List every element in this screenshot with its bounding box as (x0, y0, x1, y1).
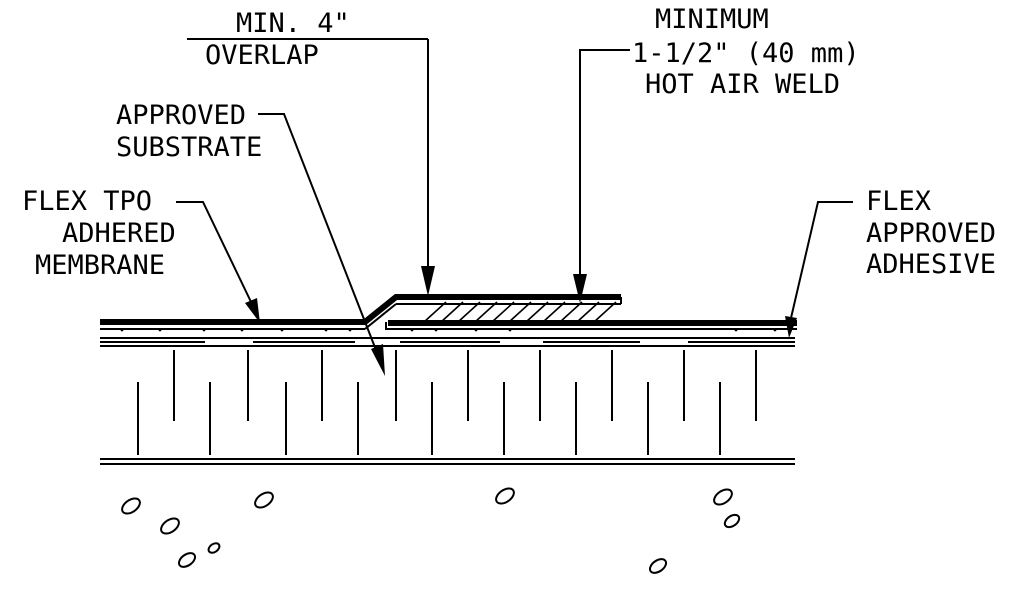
membrane-leader-line (176, 201, 253, 305)
adhesive-dot (158, 328, 162, 332)
approved-substrate (100, 337, 795, 465)
adhesive-dots (120, 328, 777, 332)
stone (207, 542, 221, 554)
adhesive-dot (280, 328, 284, 332)
weld-callout: MINIMUM 1-1/2" (40 mm) HOT AIR WELD (573, 4, 860, 303)
hatch-line (474, 301, 498, 323)
adhesive-dot (202, 328, 206, 332)
substrate-leader-line (258, 113, 377, 351)
overlap-label-line2: OVERLAP (205, 40, 319, 71)
stone (723, 513, 741, 529)
hatch-line (457, 301, 481, 323)
overlap-label-line1: MIN. 4" (236, 8, 350, 39)
weld-arrowhead (573, 274, 587, 303)
adhesive-label-line3: ADHESIVE (866, 249, 996, 280)
overlap-arrowhead (421, 266, 435, 296)
hatch-line (542, 301, 566, 323)
upper-membrane-sheet (100, 294, 621, 325)
stone (648, 558, 668, 574)
stone (713, 488, 733, 506)
insulation-pattern (137, 350, 757, 455)
substrate-arrowhead (371, 344, 385, 376)
adhesive-dot (734, 328, 738, 332)
adhesive-label-line1: FLEX (866, 186, 931, 217)
aggregate-stones (121, 487, 741, 574)
stone (495, 487, 515, 505)
adhesive-dot (434, 328, 438, 332)
membrane-label-line1: FLEX TPO (22, 186, 152, 217)
membrane-arrowhead (245, 298, 260, 323)
adhesive-dot (410, 328, 414, 332)
stone (177, 552, 197, 568)
hot-air-weld-hatch (396, 301, 621, 323)
substrate-label-line1: APPROVED (116, 100, 246, 131)
adhesive-leader-line (790, 201, 853, 319)
adhesive-dot (508, 328, 512, 332)
membrane-layers (100, 294, 797, 330)
hatch-line (440, 301, 464, 323)
hatch-line (593, 301, 617, 323)
hatch-line (491, 301, 515, 323)
substrate-label-line2: SUBSTRATE (116, 132, 262, 163)
weld-label-line3: HOT AIR WELD (645, 69, 840, 100)
hatch-line (559, 301, 583, 323)
adhesive-dot (773, 328, 777, 332)
adhesive-arrowhead (785, 316, 797, 338)
substrate-callout: APPROVED SUBSTRATE (116, 100, 385, 376)
membrane-callout: FLEX TPO ADHERED MEMBRANE (22, 186, 260, 323)
adhesive-dot (474, 328, 478, 332)
adhesive-label-line2: APPROVED (866, 218, 996, 249)
weld-label-line2: 1-1/2" (40 mm) (632, 38, 860, 69)
hatch-line (525, 301, 549, 323)
stone (254, 491, 274, 509)
overlap-fold-edge (364, 303, 397, 330)
overlap-callout: MIN. 4" OVERLAP (187, 8, 435, 296)
hatch-line (576, 301, 600, 323)
hatch-line (508, 301, 532, 323)
weld-label-line1: MINIMUM (655, 4, 769, 35)
membrane-label-line2: ADHERED (62, 218, 176, 249)
adhesive-dot (324, 328, 328, 332)
adhesive-callout: FLEX APPROVED ADHESIVE (785, 186, 996, 338)
adhesive-dot (240, 328, 244, 332)
stone (160, 517, 180, 535)
adhesive-dot (120, 328, 124, 332)
membrane-label-line3: MEMBRANE (35, 250, 165, 281)
stone (121, 497, 141, 515)
adhesive-dot (348, 328, 352, 332)
hatch-line (423, 301, 447, 323)
weld-leader-line (579, 49, 630, 276)
